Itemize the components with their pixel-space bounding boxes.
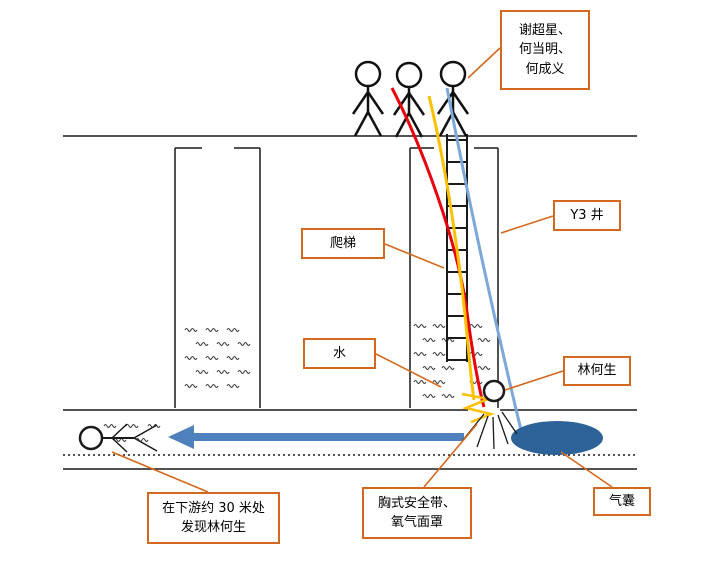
connector-downstream xyxy=(111,451,209,493)
airbag-shape xyxy=(511,421,603,455)
connector-victim xyxy=(504,370,564,391)
harness-line-2: 氧气面罩 xyxy=(390,515,443,530)
rescuers-line-3: 何成义 xyxy=(525,61,565,77)
rope-blue xyxy=(445,87,523,431)
connector-lines xyxy=(111,47,613,493)
structure-lines xyxy=(63,135,637,470)
connector-ladder xyxy=(384,243,445,269)
label-airbag: 气囊 xyxy=(593,487,651,516)
label-harness: 胸式安全带、 氧气面罩 xyxy=(362,487,472,539)
label-water: 水 xyxy=(303,338,376,369)
connector-harness xyxy=(423,423,478,488)
connector-airbag xyxy=(560,451,613,488)
label-y3-well: Y3 井 xyxy=(553,200,621,231)
label-rescuers: 谢超星、 何当明、 何成义 xyxy=(500,10,590,90)
rescuers-line-1: 谢超星、 xyxy=(518,22,571,38)
harness-loop xyxy=(461,392,496,424)
label-ladder: 爬梯 xyxy=(301,228,385,259)
fallen-figure xyxy=(78,423,158,453)
rope-yellow xyxy=(427,95,476,401)
rescuer-figure-1 xyxy=(351,60,385,138)
label-victim: 林何生 xyxy=(563,356,631,386)
harness-line-1: 胸式安全带、 xyxy=(377,495,456,511)
victim-head xyxy=(482,379,506,403)
downstream-line-2: 发现林何生 xyxy=(180,520,246,535)
connector-rescuers xyxy=(467,47,501,79)
rescuers-line-2: 何当明、 xyxy=(518,42,571,58)
downstream-line-1: 在下游约 30 米处 xyxy=(162,500,265,516)
connector-water xyxy=(375,353,442,388)
connector-well xyxy=(500,215,554,234)
flow-arrow xyxy=(168,425,464,449)
label-downstream: 在下游约 30 米处 发现林何生 xyxy=(147,492,280,544)
